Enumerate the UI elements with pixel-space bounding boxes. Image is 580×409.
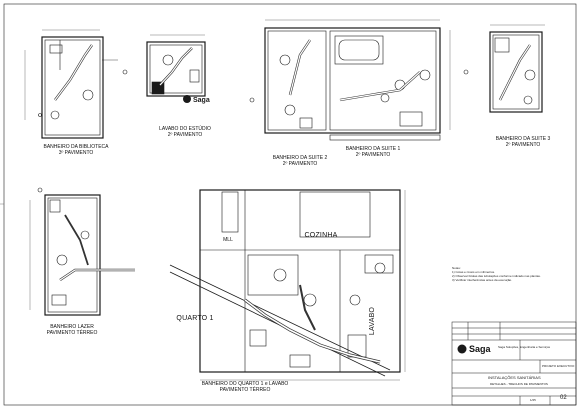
sheet-border bbox=[3, 3, 577, 406]
label-biblioteca-name: BANHEIRO DA BIBLIOTECA bbox=[43, 144, 109, 150]
svg-text:Saga: Saga bbox=[193, 97, 210, 104]
plan-biblioteca bbox=[24, 29, 118, 139]
label-suite2-name: BANHEIRO DA SUITE 2 bbox=[272, 155, 328, 161]
label-lavabo-estudio-floor: 2º PAVIMENTO bbox=[167, 132, 203, 138]
label-suite3-name: BANHEIRO DA SUITE 3 bbox=[495, 136, 551, 142]
notes-item: 3) Verificar interferências antes da exe… bbox=[452, 278, 513, 282]
label-quarto1-lavabo: BANHEIRO DO QUARTO 1 e LAVABO PAVIMENTO … bbox=[190, 381, 300, 393]
title-block bbox=[451, 321, 577, 406]
label-suite1-floor: 2º PAVIMENTO bbox=[355, 152, 391, 158]
label-biblioteca: BANHEIRO DA BIBLIOTECA 3º PAVIMENTO bbox=[36, 144, 116, 156]
label-quarto1: QUARTO 1 bbox=[176, 315, 214, 322]
label-quarto1-lavabo-name: BANHEIRO DO QUARTO 1 e LAVABO bbox=[201, 381, 289, 387]
label-lavabo-estudio-name: LAVABO DO ESTÚDIO bbox=[159, 126, 211, 132]
notes-item: 2) Observar bitolas das tubulações confo… bbox=[452, 274, 541, 278]
label-cozinha: COZINHA bbox=[304, 232, 338, 239]
scale: 1/25 bbox=[530, 398, 536, 402]
label-suite2: BANHEIRO DA SUITE 2 2º PAVIMENTO bbox=[262, 155, 338, 167]
plan-lavabo-estudio bbox=[122, 34, 206, 97]
plan-suite3 bbox=[463, 24, 545, 113]
discipline: INSTALAÇÕES SANITÁRIAS bbox=[488, 375, 541, 380]
label-suite3-floor: 2º PAVIMENTO bbox=[505, 142, 541, 148]
label-lavabo-estudio: LAVABO DO ESTÚDIO 2º PAVIMENTO bbox=[150, 126, 220, 138]
notes-heading: Notas: bbox=[452, 266, 461, 270]
label-lazer-name: BANHEIRO LAZER bbox=[50, 324, 94, 330]
label-lazer-floor: PAVIMENTO TÉRREO bbox=[46, 330, 98, 336]
label-suite2-floor: 2º PAVIMENTO bbox=[282, 161, 318, 167]
label-biblioteca-floor: 3º PAVIMENTO bbox=[58, 150, 94, 156]
label-lavabo: LAVABO bbox=[369, 306, 376, 336]
sheet-subject: DETALHES - TRECHOS DE PAVIMENTOS bbox=[490, 382, 548, 386]
label-suite1: BANHEIRO DA SUITE 1 2º PAVIMENTO bbox=[335, 146, 411, 158]
plan-lazer bbox=[29, 187, 135, 316]
label-lazer: BANHEIRO LAZER PAVIMENTO TÉRREO bbox=[36, 324, 108, 336]
plan-terreo bbox=[169, 189, 406, 381]
label-suite1-name: BANHEIRO DA SUITE 1 bbox=[345, 146, 401, 152]
project-phase: PROJETO EXECUTIVO bbox=[542, 364, 575, 368]
label-mll: MLL bbox=[223, 237, 233, 243]
saga-logo-small: Saga bbox=[183, 95, 210, 104]
notes-item: 1) Cotas e níveis em milímetros. bbox=[452, 270, 496, 274]
label-suite3: BANHEIRO DA SUITE 3 2º PAVIMENTO bbox=[485, 136, 561, 148]
notes: Notas: 1) Cotas e níveis em milímetros. … bbox=[452, 266, 541, 282]
plan-suites bbox=[249, 19, 451, 141]
label-quarto1-lavabo-floor: PAVIMENTO TÉRREO bbox=[219, 387, 271, 393]
company-name: Saga Soluções, Engenharia e Serviços bbox=[498, 345, 551, 349]
sheet-number: 02 bbox=[560, 395, 567, 401]
company-logo: Saga bbox=[469, 344, 491, 354]
